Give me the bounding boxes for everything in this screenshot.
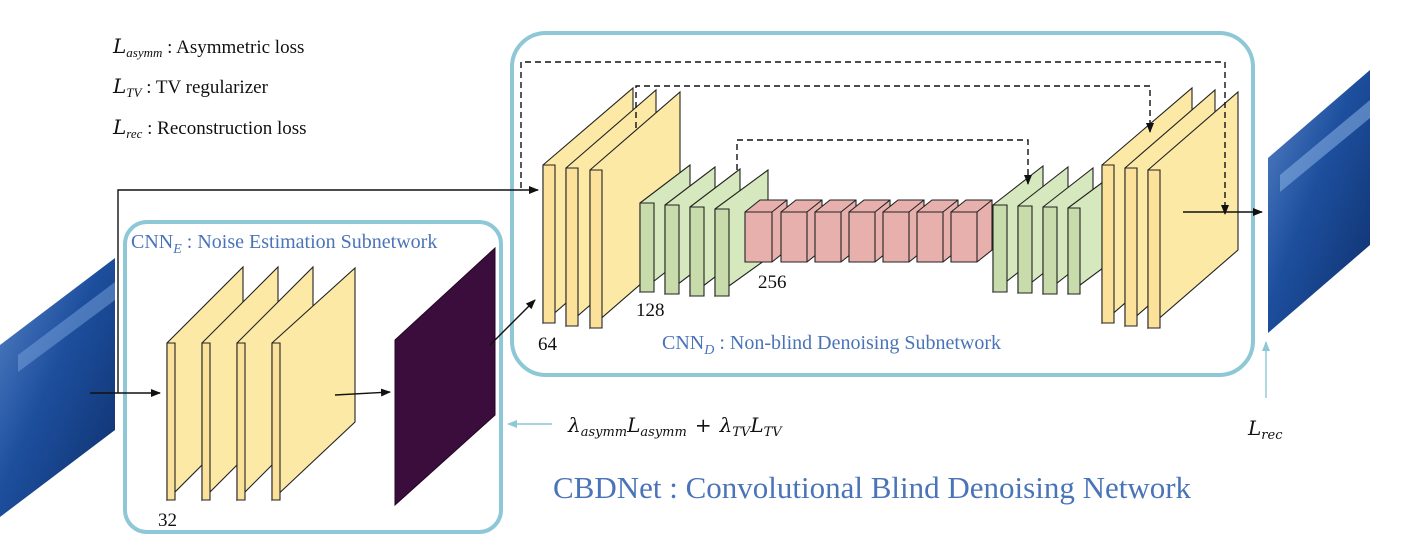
- channel-count-32: 32: [158, 510, 177, 531]
- loss-pointers: [507, 341, 1270, 428]
- cnn-d-decoder-128-layers: [992, 164, 1104, 296]
- channel-count-64: 64: [538, 334, 557, 355]
- skip-connections: [520, 61, 1229, 215]
- channel-count-256: 256: [758, 272, 787, 293]
- cnn-d-encoder-64-layers: [542, 86, 681, 330]
- cnn-e-box: [123, 220, 503, 534]
- cnn-d-bottleneck-256-layers: [744, 199, 993, 263]
- rec-loss-label: Lrec: [1248, 416, 1283, 443]
- loss-formula: λasymmLasymm+λTVLTV: [568, 413, 782, 440]
- cnn-d-box: [510, 31, 1255, 377]
- cnn-d-label: CNND : Non-blind Denoising Subnetwork: [662, 332, 1002, 358]
- cnn-e-conv-layers: [166, 265, 356, 502]
- noise-level-map: [394, 246, 496, 507]
- legend-asymm: Lasymm : Asymmetric loss: [113, 34, 305, 60]
- cnn-e-label: CNNE : Noise Estimation Subnetwork: [131, 231, 438, 257]
- legend-rec: Lrec : Reconstruction loss: [113, 115, 307, 141]
- diagram-title: CBDNet : Convolutional Blind Denoising N…: [553, 470, 1192, 505]
- cnn-d-encoder-128-layers: [639, 163, 769, 298]
- denoised-output-image: [1268, 70, 1370, 333]
- legend-tv: LTV : TV regularizer: [113, 74, 268, 100]
- channel-count-128: 128: [636, 300, 665, 321]
- cnn-d-decoder-64-layers: [1101, 86, 1239, 330]
- data-flow-arrows: [90, 186, 1263, 397]
- noisy-input-image: [0, 258, 115, 517]
